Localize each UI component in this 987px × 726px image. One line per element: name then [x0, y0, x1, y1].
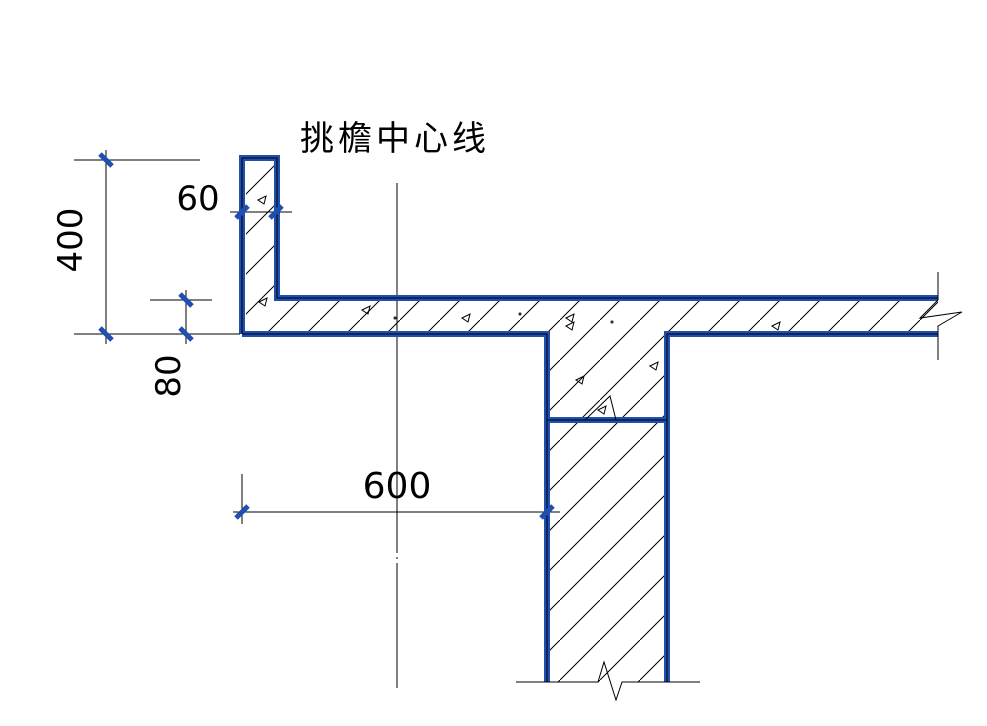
dim-tick	[539, 504, 555, 520]
break-lines	[516, 272, 963, 702]
dim-600: 600	[233, 466, 560, 524]
concrete-section	[246, 160, 938, 682]
dim-tick	[234, 504, 250, 520]
dim-tick	[98, 326, 114, 342]
dim-80: 80	[149, 290, 212, 398]
dim-80-label: 80	[149, 354, 189, 397]
dim-tick	[268, 204, 284, 220]
dim-60-label: 60	[176, 179, 219, 219]
dim-tick	[178, 292, 194, 308]
dim-400-label: 400	[51, 208, 91, 273]
dim-600-label: 600	[363, 466, 432, 507]
dim-tick	[178, 326, 194, 342]
title-label: 挑檐中心线	[300, 119, 490, 159]
dim-60: 60	[176, 179, 292, 220]
aggregate-marks	[257, 195, 781, 415]
dim-400: 400	[51, 150, 240, 344]
dim-tick	[98, 152, 114, 168]
section-outline-inner	[241, 157, 938, 682]
dim-tick	[234, 204, 250, 220]
